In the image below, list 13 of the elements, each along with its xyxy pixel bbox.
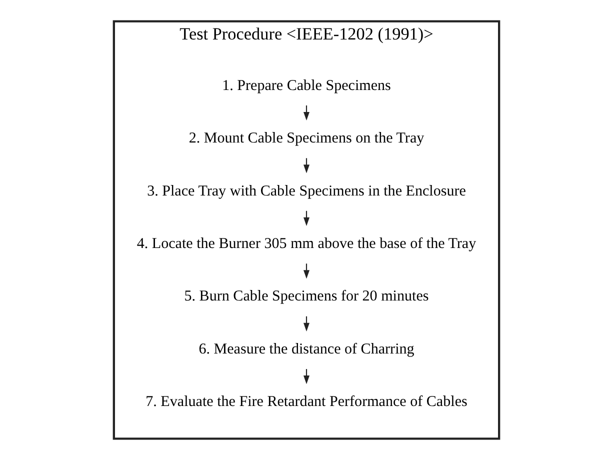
- arrow: [303, 158, 310, 174]
- arrow: [303, 210, 310, 226]
- arrow: [303, 316, 310, 332]
- arrow: [303, 105, 310, 121]
- node-text: 2. Mount Cable Specimens on the Tray: [188, 130, 424, 147]
- node-text: 6. Measure the distance of Charring: [198, 341, 414, 358]
- node-text: 1. Prepare Cable Specimens: [222, 78, 391, 94]
- node-text: 5. Burn Cable Specimens for 20 minutes: [184, 288, 429, 305]
- arrow: [303, 264, 310, 279]
- node-text: 3. Place Tray with Cable Specimens in the Enclosure: [147, 183, 466, 200]
- node-text: 4. Locate the Burner 305 mm above the base of the Tray: [136, 236, 476, 252]
- node-text: 7. Evaluate the Fire Retardant Performance of Cables: [146, 394, 468, 410]
- arrow: [303, 369, 310, 384]
